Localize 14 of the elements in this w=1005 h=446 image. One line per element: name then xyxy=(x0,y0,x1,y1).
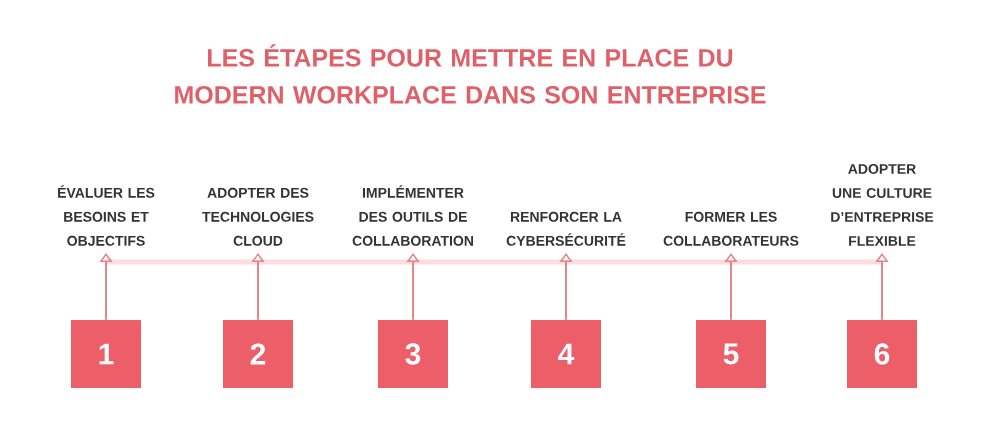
step-number-box: 2 xyxy=(223,320,293,388)
step-number-box: 6 xyxy=(847,320,917,388)
step-label: ÉVALUER LES BESOINS ET OBJECTIFS xyxy=(58,185,155,246)
step-number-box: 1 xyxy=(71,320,141,388)
title: LES ÉTAPES POUR METTRE EN PLACE DU MODERN WORKPLACE DANS SON ENTREPRISE xyxy=(175,44,766,104)
step-label: ADOPTER UNE CULTURE D’ENTREPRISE FLEXIBLE xyxy=(831,164,934,246)
step-number-box: 5 xyxy=(696,320,766,388)
step-label: ADOPTER DES TECHNOLOGIES CLOUD xyxy=(202,187,314,246)
step-label: IMPLÉMENTER DES OUTILS DE COLLABORATION xyxy=(352,185,473,246)
step-number-box: 3 xyxy=(378,320,448,388)
step-number-box: 4 xyxy=(531,320,601,388)
step-label: FORMER LES COLLABORATEURS xyxy=(663,211,799,246)
timeline-bar xyxy=(106,259,882,265)
step-label: RENFORCER LA CYBERSÉCURITÉ xyxy=(506,211,626,246)
